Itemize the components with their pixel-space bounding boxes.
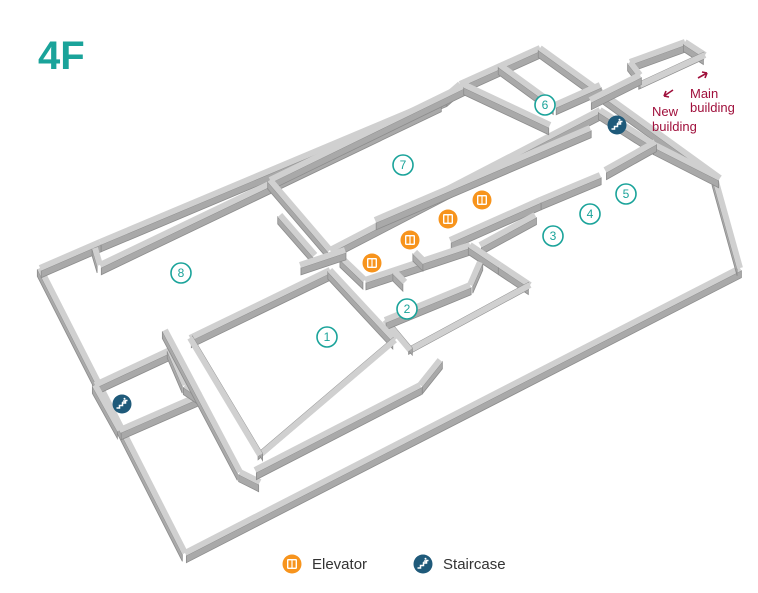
wall-top xyxy=(327,267,398,343)
elevator-icon[interactable] xyxy=(472,190,492,210)
wall-side xyxy=(95,352,172,396)
legend-staircase-label: Staircase xyxy=(443,555,506,573)
wall-layer xyxy=(36,39,743,564)
room-8-label: 8 xyxy=(178,266,185,280)
room-3[interactable]: 3 xyxy=(542,225,564,247)
wall-side xyxy=(375,130,592,231)
room-5-label: 5 xyxy=(623,187,630,201)
wall-top xyxy=(238,469,262,485)
wall-top xyxy=(412,249,428,265)
wall-top xyxy=(467,260,483,287)
staircase-icon[interactable] xyxy=(607,115,627,135)
floor-label: 4F xyxy=(38,34,85,78)
room-2-label: 2 xyxy=(404,302,411,316)
wall-side xyxy=(270,87,467,191)
wall-top xyxy=(683,39,707,58)
room-6[interactable]: 6 xyxy=(534,94,556,116)
wall-top xyxy=(538,45,722,181)
legend: Elevator Staircase xyxy=(282,554,506,574)
wall-top xyxy=(268,82,467,183)
room-8[interactable]: 8 xyxy=(170,262,192,284)
main-building-label-1: Main xyxy=(690,86,718,101)
room-1[interactable]: 1 xyxy=(316,326,338,348)
wall-top xyxy=(98,94,447,245)
elevator-icon xyxy=(282,554,302,574)
staircase-icon[interactable] xyxy=(112,394,132,414)
new-building-arrow-icon xyxy=(663,89,674,98)
wall-top xyxy=(468,242,502,268)
wall-top xyxy=(448,197,542,243)
wall-top xyxy=(392,269,408,285)
wall-top xyxy=(253,382,422,473)
room-3-label: 3 xyxy=(550,229,557,243)
room-6-label: 6 xyxy=(542,98,549,112)
room-4[interactable]: 4 xyxy=(579,203,601,225)
new-building-label-1: New xyxy=(652,104,679,119)
wall-top xyxy=(162,328,243,474)
wall-top xyxy=(267,178,333,252)
wall-side xyxy=(190,272,332,349)
main-building-arrow-icon xyxy=(697,71,708,79)
wall-top xyxy=(538,172,602,203)
wall-top xyxy=(92,247,103,266)
wall-top xyxy=(258,337,397,458)
wall-top xyxy=(628,39,687,65)
wall-top xyxy=(118,392,202,433)
wall-top xyxy=(478,212,537,248)
wall-top xyxy=(38,239,102,271)
room-1-label: 1 xyxy=(324,330,331,344)
wall-top xyxy=(183,265,742,556)
staircase-icon xyxy=(413,554,434,574)
wall-side xyxy=(711,178,738,276)
wall-side xyxy=(120,397,202,441)
legend-elevator-label: Elevator xyxy=(312,555,368,573)
wall-top xyxy=(638,52,707,88)
room-7[interactable]: 7 xyxy=(392,154,414,176)
elevator-icon[interactable] xyxy=(438,209,458,229)
wall-top xyxy=(417,358,443,387)
new-building-label-2: building xyxy=(652,119,697,134)
elevator-icon[interactable] xyxy=(362,253,382,273)
wall-top xyxy=(463,82,552,128)
wall-top xyxy=(299,247,346,268)
wall-top xyxy=(187,336,263,457)
wall-top xyxy=(188,267,332,341)
wall-top xyxy=(92,383,123,432)
room-5[interactable]: 5 xyxy=(615,183,637,205)
wall-side xyxy=(185,270,742,564)
legend-elevator: Elevator xyxy=(282,554,367,574)
wall-top xyxy=(712,177,743,269)
wall-top xyxy=(603,139,657,173)
room-4-label: 4 xyxy=(587,207,594,221)
wall-top xyxy=(653,142,722,181)
elevator-icon[interactable] xyxy=(400,230,420,250)
room-2[interactable]: 2 xyxy=(396,298,418,320)
room-7-label: 7 xyxy=(400,158,407,172)
wall-top xyxy=(93,347,172,388)
wall-top xyxy=(553,82,602,108)
wall-top xyxy=(588,72,642,103)
wall-top xyxy=(383,282,472,323)
wall-top xyxy=(277,213,318,257)
main-building-label-2: building xyxy=(690,100,735,115)
wall-top xyxy=(339,255,368,283)
wall-top xyxy=(408,282,532,353)
legend-staircase: Staircase xyxy=(413,554,506,574)
wall-top xyxy=(373,125,592,223)
wall-top xyxy=(498,262,532,288)
